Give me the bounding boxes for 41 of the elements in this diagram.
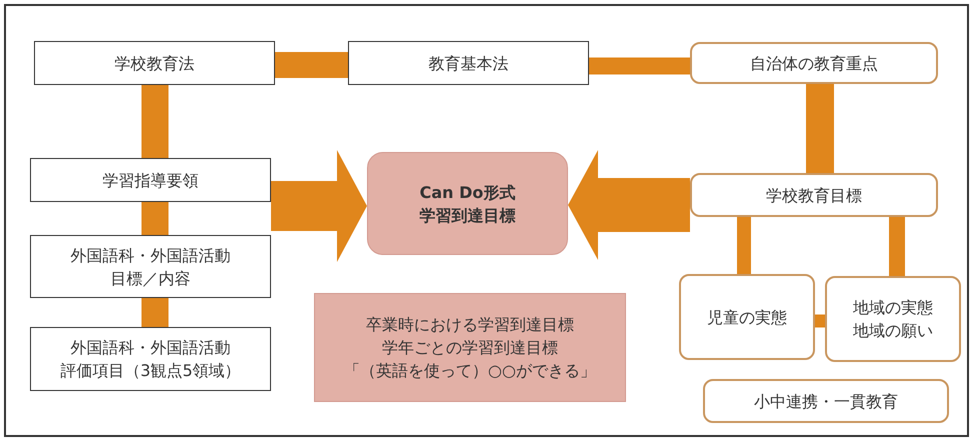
rounded-box <box>690 42 938 84</box>
box-text: 地域の実態 <box>853 297 933 319</box>
block-arrow <box>568 150 690 260</box>
connector-bar <box>806 84 834 173</box>
rounded-box <box>703 379 949 423</box>
connector-bar <box>815 314 825 328</box>
box-text: 学校教育法 <box>114 52 194 74</box>
box-text: 目標／内容 <box>110 268 190 290</box>
box-text: 自治体の教育重点 <box>750 52 878 74</box>
box-text: 外国語科・外国語活動 <box>70 244 230 266</box>
text-box <box>30 158 271 202</box>
rounded-box <box>679 274 815 360</box>
box-text: 「（英語を使って）○○ができる」 <box>344 360 596 382</box>
connector-bar <box>142 85 168 158</box>
box-text: 地域の願い <box>853 320 933 342</box>
connector-bar <box>275 52 348 78</box>
box-text: 学習到達目標 <box>420 204 516 226</box>
text-box <box>348 41 589 85</box>
connector-bar <box>889 217 905 276</box>
box-text: 卒業時における学習到達目標 <box>366 314 574 336</box>
box-text: 教育基本法 <box>428 52 508 74</box>
connector-bar <box>142 202 168 235</box>
connector-bar <box>737 217 751 274</box>
block-arrow <box>271 150 367 262</box>
rounded-box <box>690 173 938 217</box>
box-text: 小中連携・一貫教育 <box>754 390 898 412</box>
connector-bar <box>589 58 690 74</box>
box-text: 外国語科・外国語活動 <box>70 337 230 359</box>
text-box <box>30 235 271 298</box>
goal-box <box>314 293 626 402</box>
box-text: 学習指導要領 <box>102 170 198 192</box>
connector-bar <box>142 298 168 327</box>
box-text: Can Do形式 <box>420 182 516 204</box>
rounded-box <box>825 276 961 362</box>
box-text: 児童の実態 <box>707 306 787 328</box>
text-box <box>30 327 271 391</box>
text-box <box>34 41 275 85</box>
box-text: 評価項目（3観点5領域） <box>60 360 241 382</box>
box-text: 学校教育目標 <box>766 184 862 206</box>
goal-box <box>367 152 568 255</box>
box-text: 学年ごとの学習到達目標 <box>382 337 558 359</box>
